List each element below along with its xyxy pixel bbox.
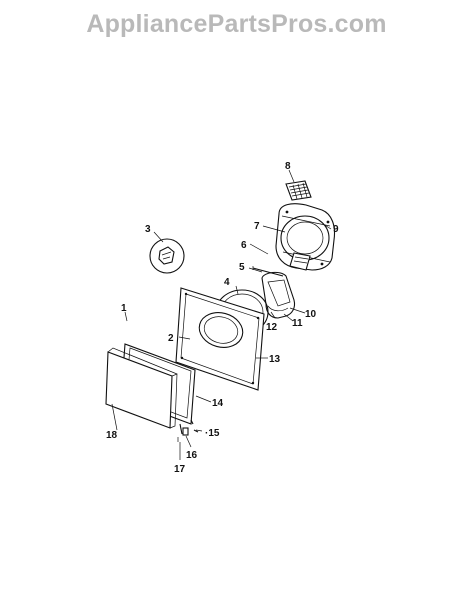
callout-7: 7 (254, 221, 260, 232)
callout-16: 16 (186, 450, 198, 461)
watermark-logo: AppliancePartsPros.com (86, 10, 387, 38)
callout-17: 17 (174, 464, 186, 475)
callout-8: 8 (285, 161, 291, 172)
leader-lines (111, 169, 332, 460)
part-13-front-panel (175, 287, 265, 391)
callout-18: 18 (106, 430, 118, 441)
callout-14: 14 (212, 398, 224, 409)
callout-10: 10 (305, 309, 317, 320)
part-10-duct-shroud (261, 271, 296, 319)
callout-4: 4 (224, 277, 230, 288)
callout-15: ·15 (205, 428, 220, 439)
part-9-blower-housing (275, 203, 336, 271)
callout-13: 13 (269, 354, 281, 365)
part-8-grille (285, 180, 312, 201)
part-3-detail-inset (149, 238, 185, 274)
callout-5: 5 (239, 262, 245, 273)
callout-1: 1 (121, 303, 127, 314)
callout-12: 12 (266, 322, 278, 333)
callout-9: 9 (333, 224, 339, 235)
callout-11: 11 (292, 318, 303, 329)
callout-6: 6 (241, 240, 247, 251)
part-18-door-panel (105, 347, 178, 429)
callout-3: 3 (145, 224, 151, 235)
part-15-17-hardware (177, 419, 199, 442)
callout-2: 2 (168, 333, 174, 344)
